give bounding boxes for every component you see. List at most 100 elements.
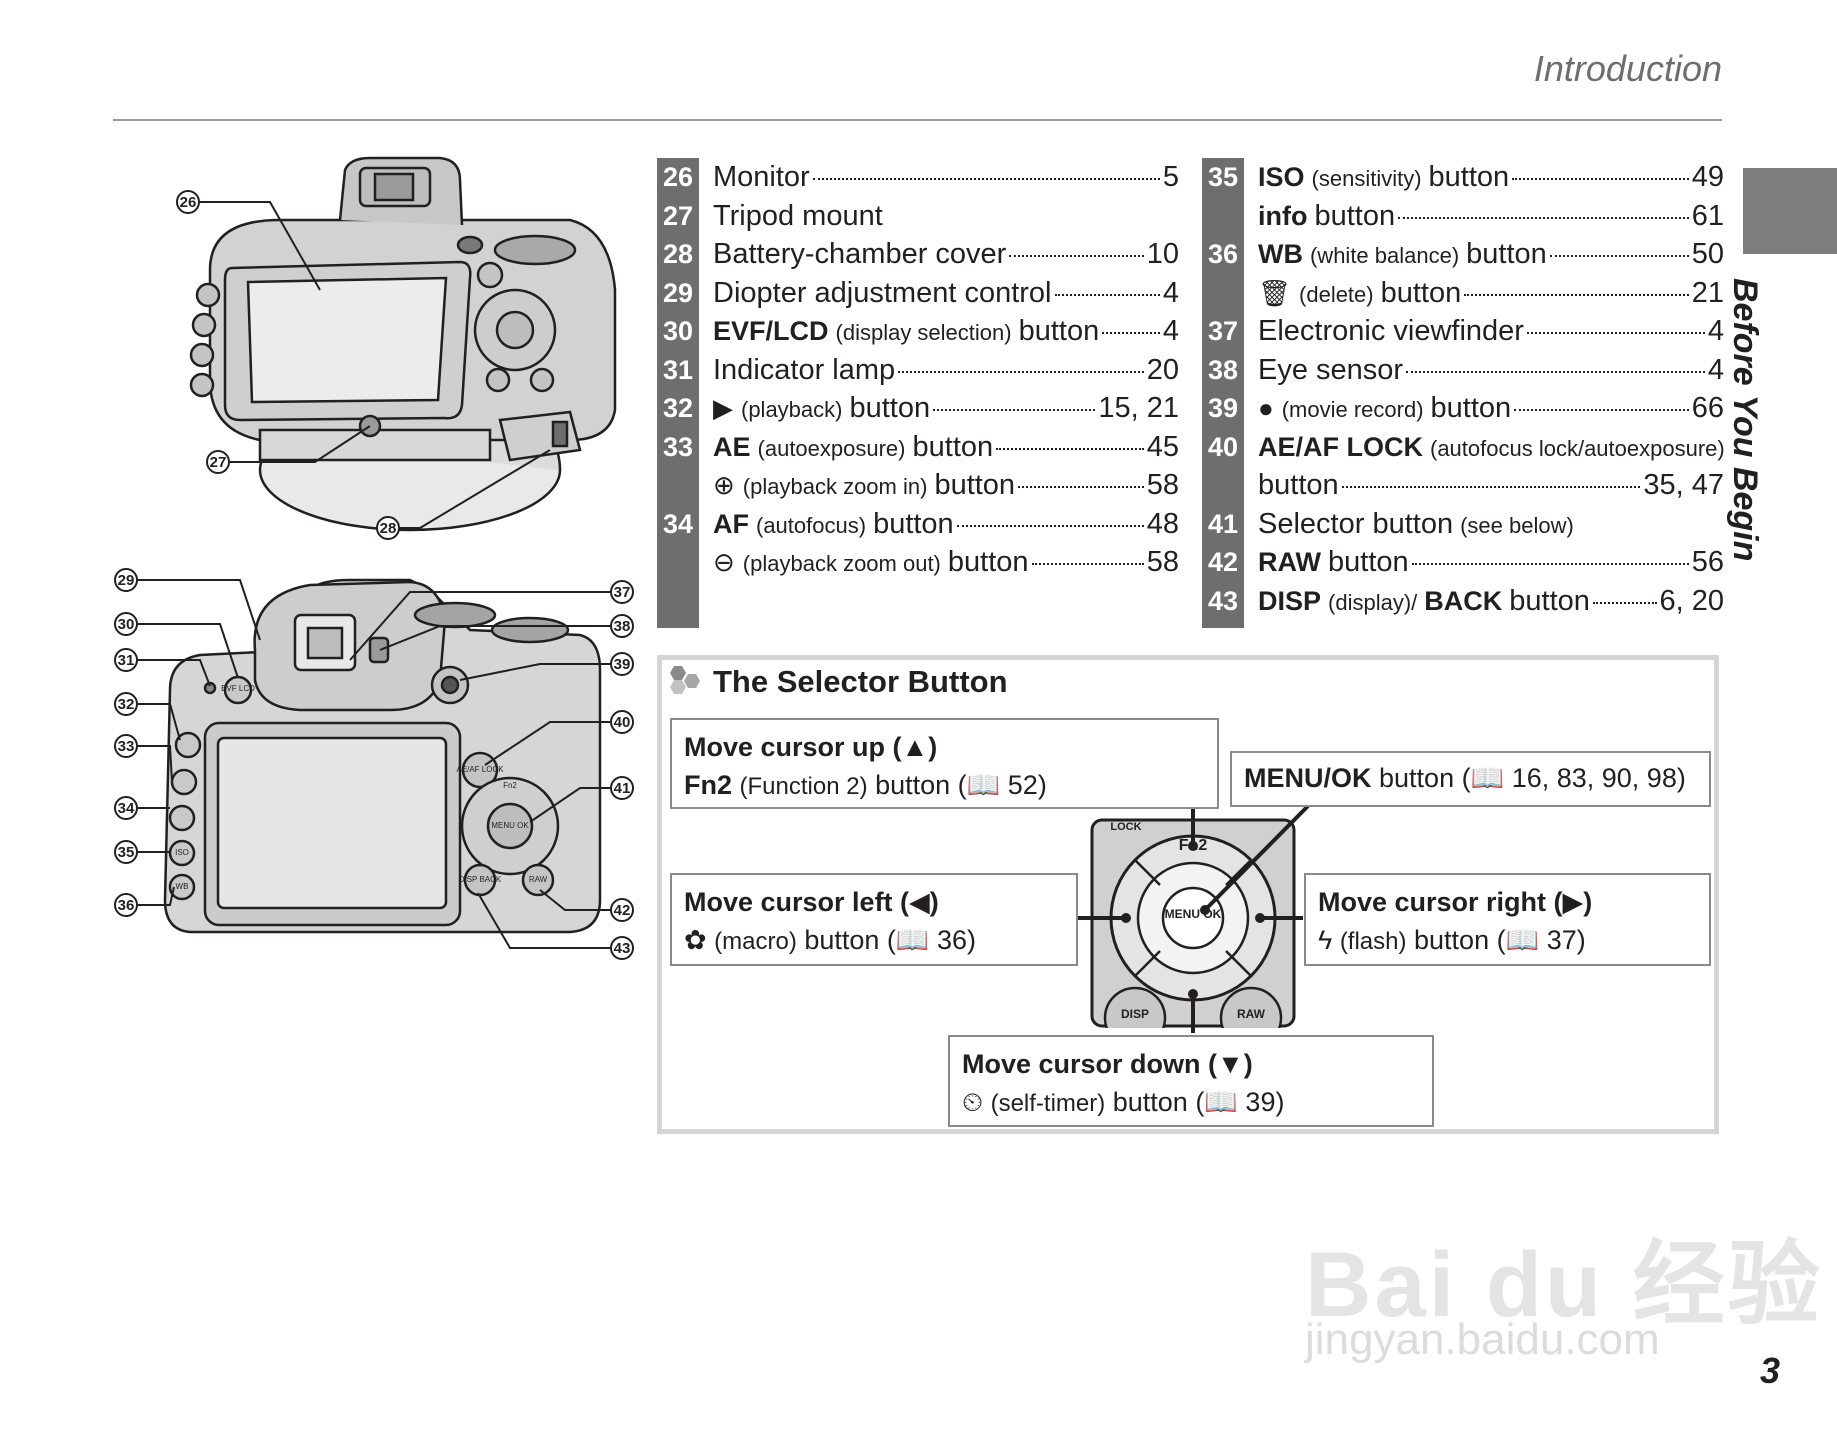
- parts-row: button 35, 47: [1202, 466, 1724, 505]
- fn2-paren: (Function 2): [739, 773, 868, 800]
- part-page-ref: 50: [1691, 238, 1724, 270]
- part-number: 43: [1207, 585, 1239, 616]
- move-down-detail: ⏲ (self-timer) button (📖 39): [962, 1083, 1420, 1123]
- part-page-ref: 56: [1691, 546, 1724, 578]
- callout-31: 31: [114, 648, 138, 672]
- fn2-label: Fn2: [684, 770, 733, 800]
- svg-text:42: 42: [614, 902, 631, 919]
- self-timer-text: button (📖 39): [1112, 1087, 1285, 1117]
- callout-32: 32: [114, 692, 138, 716]
- dot-leader: [812, 178, 1160, 180]
- camera-label-menu-ok: MENU OK: [491, 821, 529, 830]
- callout-move-up: Move cursor up (▲) Fn2 (Function 2) butt…: [670, 718, 1219, 809]
- part-number: 36: [1207, 239, 1239, 269]
- part-label: button: [934, 469, 1016, 501]
- camera-label-raw: RAW: [529, 875, 548, 884]
- camera-label-wb: WB: [176, 882, 189, 891]
- side-tab-label: Before You Begin: [1726, 278, 1764, 562]
- part-number: 39: [1207, 393, 1239, 423]
- part-number: 26: [662, 162, 694, 192]
- part-page-ref: 21: [1691, 276, 1724, 309]
- part-page-ref: 4: [1707, 353, 1724, 386]
- part-page-ref: 45: [1146, 430, 1179, 463]
- part-page-ref: 10: [1146, 238, 1179, 270]
- dial-label-lock: LOCK: [1110, 821, 1141, 833]
- dot-leader: [1406, 370, 1705, 373]
- part-number: 32: [662, 393, 694, 423]
- part-label: button: [849, 392, 931, 424]
- flash-paren: (flash): [1339, 928, 1407, 955]
- part-label: button: [1314, 199, 1396, 232]
- macro-text: button (📖 36): [804, 925, 977, 955]
- part-number: 29: [662, 277, 694, 308]
- camera-label-iso: ISO: [175, 848, 189, 857]
- part-page-ref: 4: [1707, 315, 1724, 347]
- dot-leader: [933, 409, 1096, 411]
- macro-paren: (macro): [714, 928, 797, 955]
- part-page-ref: 35, 47: [1643, 469, 1724, 501]
- hexagon-bullet-icon: [670, 666, 700, 694]
- part-icon: ⊖: [713, 547, 735, 577]
- part-key-label: AE: [713, 431, 751, 462]
- part-paren-note: (autofocus): [756, 512, 867, 538]
- move-left-heading: Move cursor left (◀): [684, 887, 939, 917]
- callout-27: 27: [210, 454, 227, 471]
- callout-39: 39: [610, 652, 634, 676]
- svg-text:34: 34: [118, 800, 135, 817]
- callout-move-down: Move cursor down (▼) ⏲ (self-timer) butt…: [948, 1035, 1434, 1127]
- part-key-label: AE/AF LOCK: [1258, 431, 1423, 462]
- callout-30: 30: [114, 612, 138, 636]
- part-paren-note: (delete): [1299, 281, 1374, 307]
- part-key-label: ISO: [1258, 162, 1305, 192]
- svg-text:35: 35: [118, 844, 135, 861]
- part-page-ref: 61: [1691, 199, 1724, 232]
- part-icon: 🗑: [1258, 277, 1292, 308]
- move-up-heading: Move cursor up (▲): [684, 732, 938, 762]
- selector-section-frame: [657, 655, 1719, 1134]
- part-key-label: AF: [713, 508, 749, 539]
- dot-leader: [1512, 178, 1689, 180]
- dot-leader: [1018, 486, 1144, 488]
- menu-ok-text: button (📖 16, 83, 90, 98): [1379, 763, 1686, 793]
- part-label: button: [1258, 469, 1339, 501]
- move-up-detail: Fn2 (Function 2) button (📖 52): [684, 766, 1205, 806]
- dot-leader: [956, 524, 1144, 527]
- part-paren-note: (playback): [741, 397, 843, 422]
- dot-leader: [1514, 409, 1689, 411]
- header-rule: [113, 119, 1722, 121]
- part-page-ref: 20: [1146, 353, 1179, 386]
- svg-text:32: 32: [118, 696, 135, 713]
- part-number: 37: [1207, 316, 1239, 346]
- part-label: Tripod mount: [713, 199, 883, 232]
- macro-icon: ✿: [684, 925, 707, 955]
- part-label: button: [1380, 276, 1462, 309]
- part-label: button: [873, 507, 954, 540]
- svg-text:39: 39: [614, 656, 631, 673]
- dot-leader: [1398, 216, 1689, 219]
- part-number: 31: [662, 354, 694, 385]
- part-label: button: [1430, 392, 1512, 424]
- callout-33: 33: [114, 734, 138, 758]
- part-page-ref: 49: [1691, 161, 1724, 193]
- part-number: 34: [662, 508, 694, 539]
- callout-43: 43: [610, 936, 634, 960]
- svg-text:30: 30: [118, 616, 135, 633]
- callout-26: 26: [180, 194, 197, 211]
- part-label: button: [1509, 584, 1590, 617]
- dot-leader: [1526, 332, 1705, 334]
- callout-menu-ok: MENU/OK button (📖 16, 83, 90, 98): [1230, 751, 1711, 807]
- part-key-label: RAW: [1258, 547, 1321, 577]
